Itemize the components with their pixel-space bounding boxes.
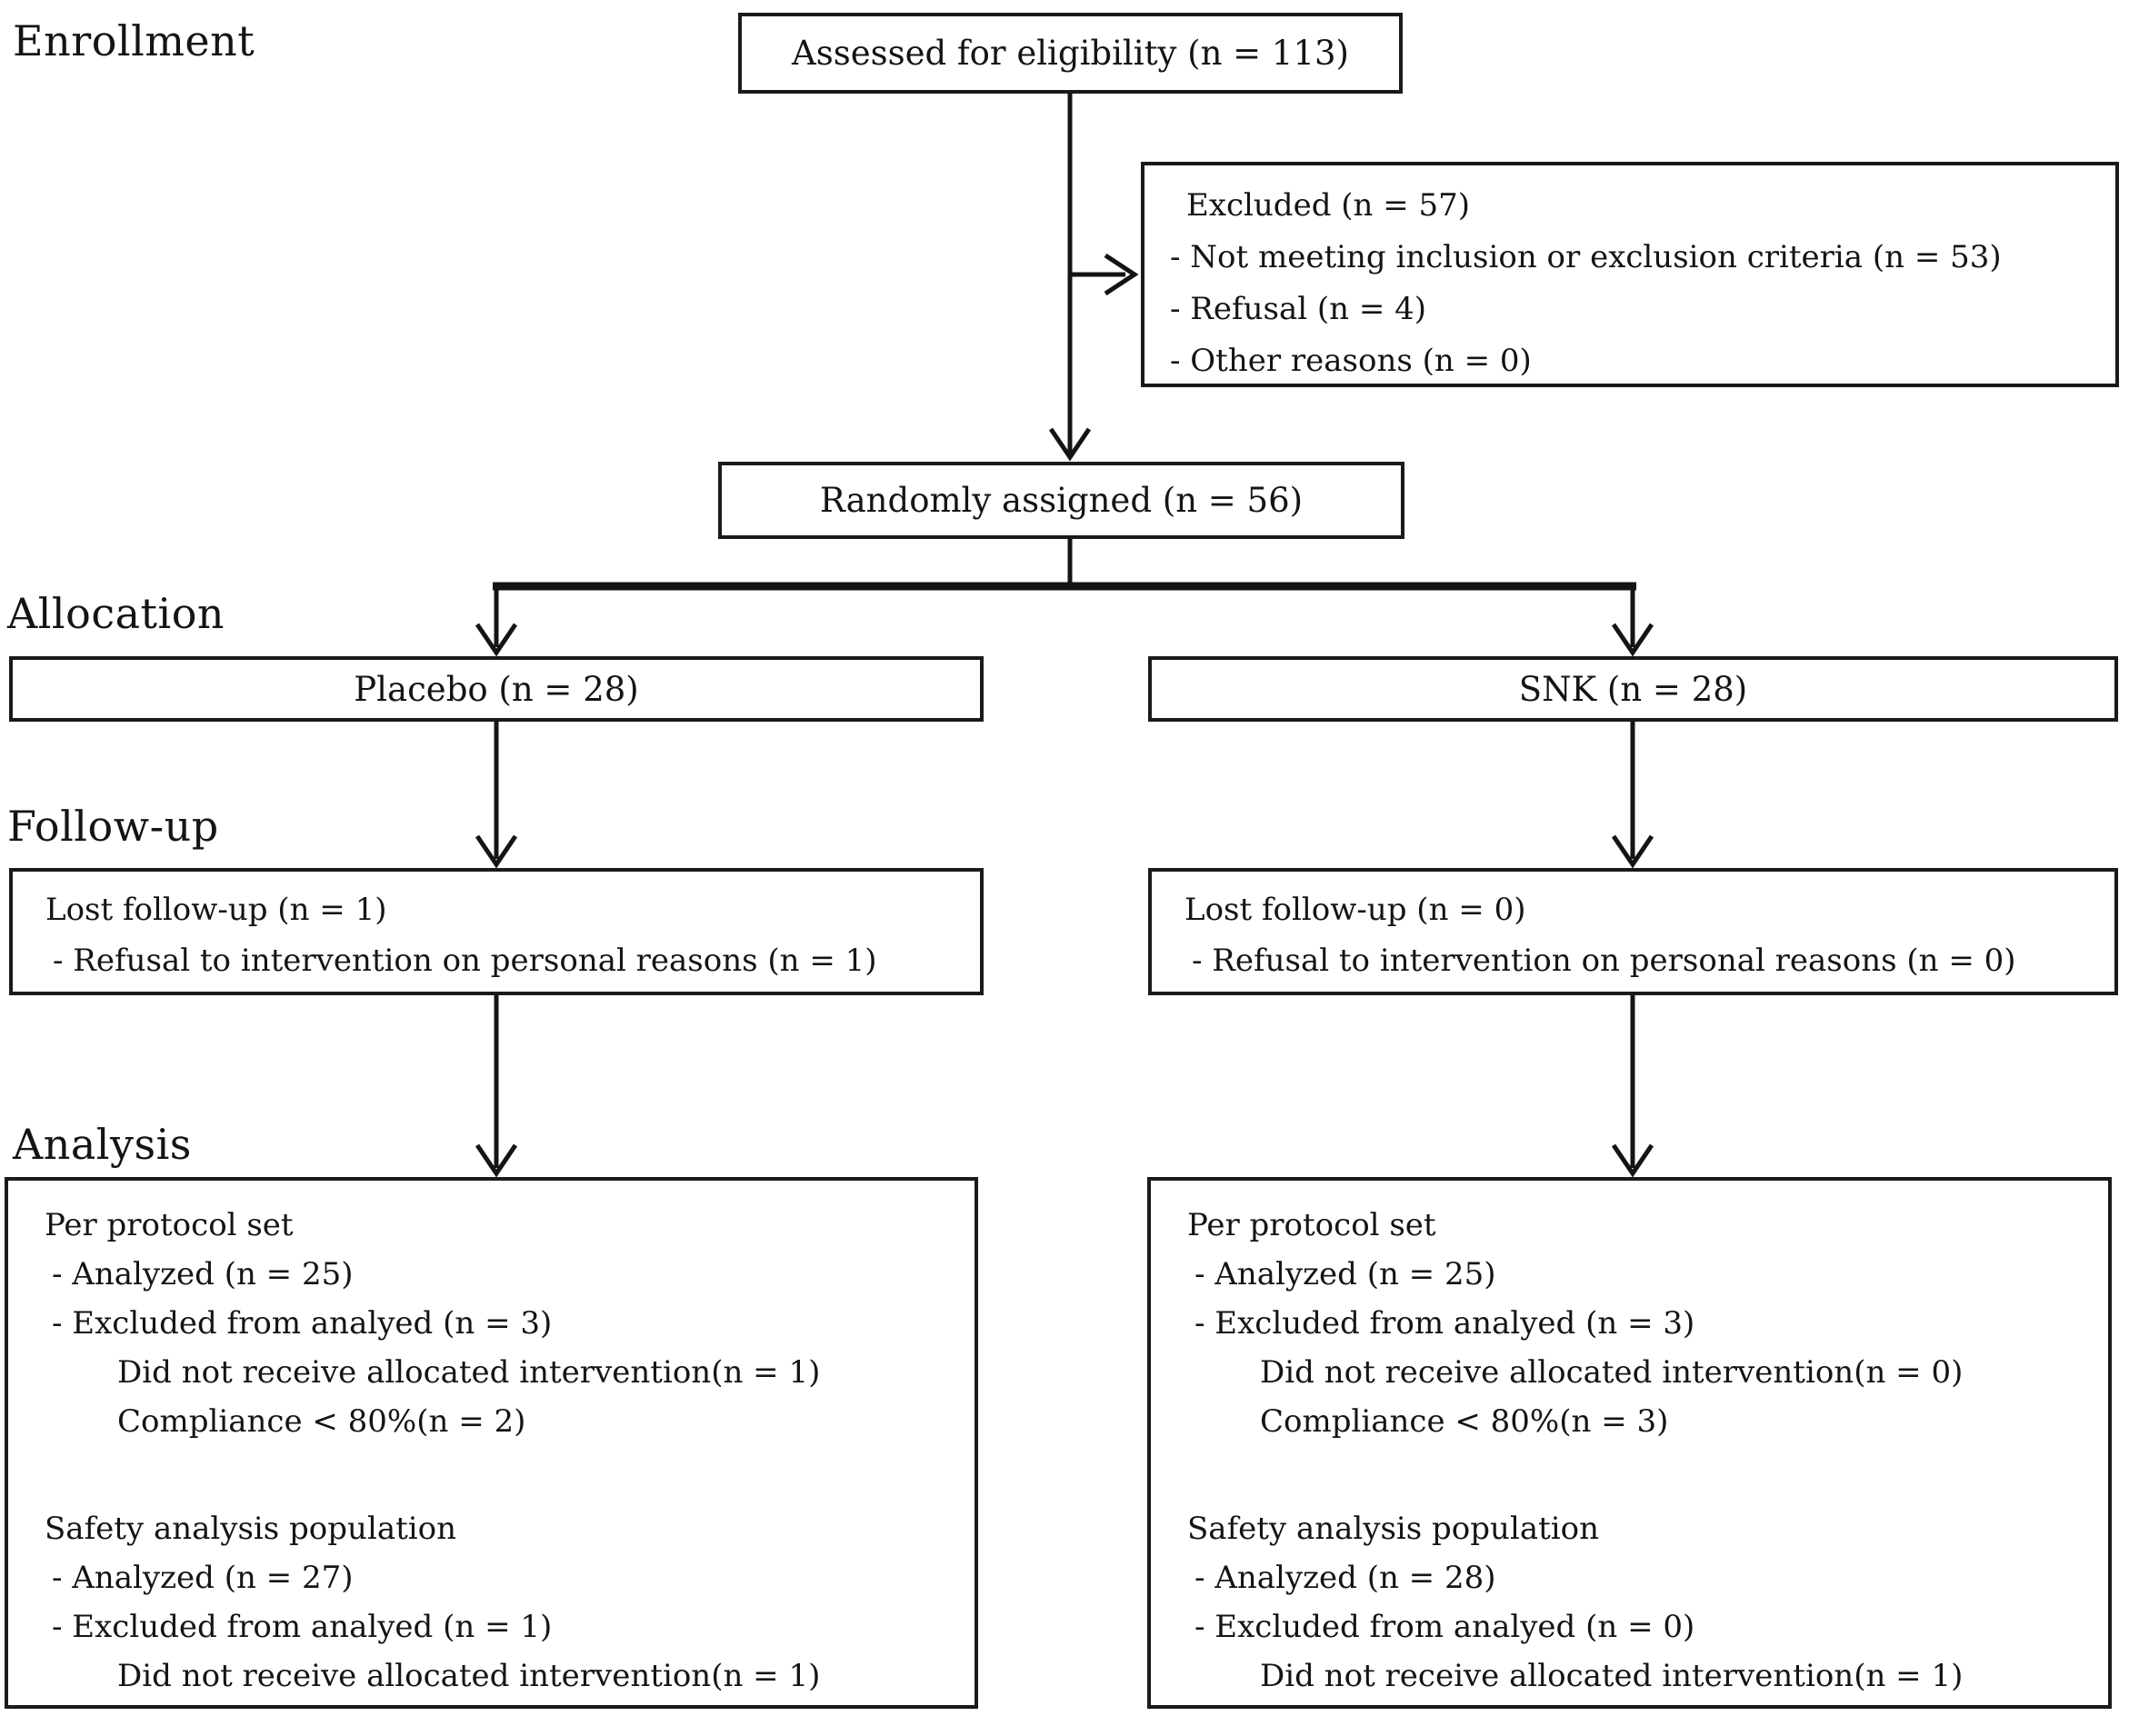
analysis-placebo-group-gap: [8, 1446, 975, 1504]
analysis-placebo-safety-not-received: Did not receive allocated intervention(n…: [117, 1658, 821, 1694]
arrowhead-split-to-placebo: [475, 623, 518, 657]
randomly-assigned-box: Randomly assigned (n = 56): [718, 462, 1404, 539]
allocation-placebo-text: Placebo (n = 28): [354, 669, 639, 709]
followup-snk-box: Lost follow-up (n = 0) - Refusal to inte…: [1148, 868, 2118, 995]
analysis-placebo-pps-not-received: Did not receive allocated intervention(n…: [117, 1354, 821, 1391]
allocation-placebo-box: Placebo (n = 28): [9, 656, 984, 722]
analysis-snk-safety-analyzed: - Analyzed (n = 28): [1194, 1560, 1496, 1596]
analysis-snk-pps-title: Per protocol set: [1187, 1207, 1436, 1243]
arrowhead-followup-to-analysis-left: [475, 1143, 518, 1178]
excluded-title: Excluded (n = 57): [1186, 187, 1471, 224]
analysis-placebo-safety-analyzed: - Analyzed (n = 27): [52, 1560, 354, 1596]
followup-placebo-box: Lost follow-up (n = 1) - Refusal to inte…: [9, 868, 984, 995]
assessed-for-eligibility-box: Assessed for eligibility (n = 113): [738, 13, 1403, 94]
followup-placebo-reason: - Refusal to intervention on personal re…: [53, 943, 877, 979]
section-label-analysis: Analysis: [13, 1120, 192, 1169]
analysis-snk-group-gap: [1151, 1446, 2108, 1504]
analysis-snk-pps-compliance: Compliance < 80%(n = 3): [1260, 1403, 1669, 1440]
analysis-snk-pps-not-received: Did not receive allocated intervention(n…: [1260, 1354, 1964, 1391]
arrowhead-followup-to-analysis-right: [1611, 1143, 1654, 1178]
analysis-placebo-box: Per protocol set - Analyzed (n = 25) - E…: [5, 1177, 978, 1709]
allocation-snk-box: SNK (n = 28): [1148, 656, 2118, 722]
analysis-snk-safety-not-received: Did not receive allocated intervention(n…: [1260, 1658, 1964, 1694]
analysis-placebo-pps-analyzed: - Analyzed (n = 25): [52, 1256, 354, 1292]
arrowhead-assessed-to-randomized: [1048, 427, 1092, 462]
analysis-snk-pps-excluded: - Excluded from analyed (n = 3): [1194, 1305, 1695, 1342]
section-label-follow-up: Follow-up: [7, 802, 219, 851]
section-label-allocation: Allocation: [7, 589, 225, 638]
analysis-placebo-safety-excluded: - Excluded from analyed (n = 1): [52, 1609, 553, 1645]
excluded-reason-other: - Other reasons (n = 0): [1170, 343, 1532, 379]
analysis-snk-safety-excluded: - Excluded from analyed (n = 0): [1194, 1609, 1695, 1645]
followup-snk-reason: - Refusal to intervention on personal re…: [1192, 943, 2016, 979]
analysis-snk-pps-analyzed: - Analyzed (n = 25): [1194, 1256, 1496, 1292]
analysis-snk-box: Per protocol set - Analyzed (n = 25) - E…: [1147, 1177, 2112, 1709]
arrowhead-split-to-snk: [1611, 623, 1654, 657]
excluded-reason-refusal: - Refusal (n = 4): [1170, 291, 1427, 327]
arrowhead-to-excluded: [1104, 253, 1139, 296]
section-label-enrollment: Enrollment: [13, 16, 255, 65]
followup-placebo-title: Lost follow-up (n = 1): [45, 892, 387, 928]
analysis-placebo-pps-title: Per protocol set: [45, 1207, 294, 1243]
analysis-snk-safety-title: Safety analysis population: [1187, 1511, 1599, 1547]
assessed-for-eligibility-text: Assessed for eligibility (n = 113): [792, 34, 1349, 73]
randomly-assigned-text: Randomly assigned (n = 56): [819, 481, 1304, 520]
excluded-reason-criteria: - Not meeting inclusion or exclusion cri…: [1170, 239, 2002, 275]
analysis-placebo-pps-excluded: - Excluded from analyed (n = 3): [52, 1305, 553, 1342]
arrowhead-placebo-to-followup: [475, 834, 518, 869]
analysis-placebo-safety-title: Safety analysis population: [45, 1511, 456, 1547]
followup-snk-title: Lost follow-up (n = 0): [1184, 892, 1526, 928]
arrowhead-snk-to-followup: [1611, 834, 1654, 869]
excluded-box: Excluded (n = 57) - Not meeting inclusio…: [1141, 162, 2119, 387]
allocation-snk-text: SNK (n = 28): [1518, 669, 1748, 709]
analysis-placebo-pps-compliance: Compliance < 80%(n = 2): [117, 1403, 526, 1440]
